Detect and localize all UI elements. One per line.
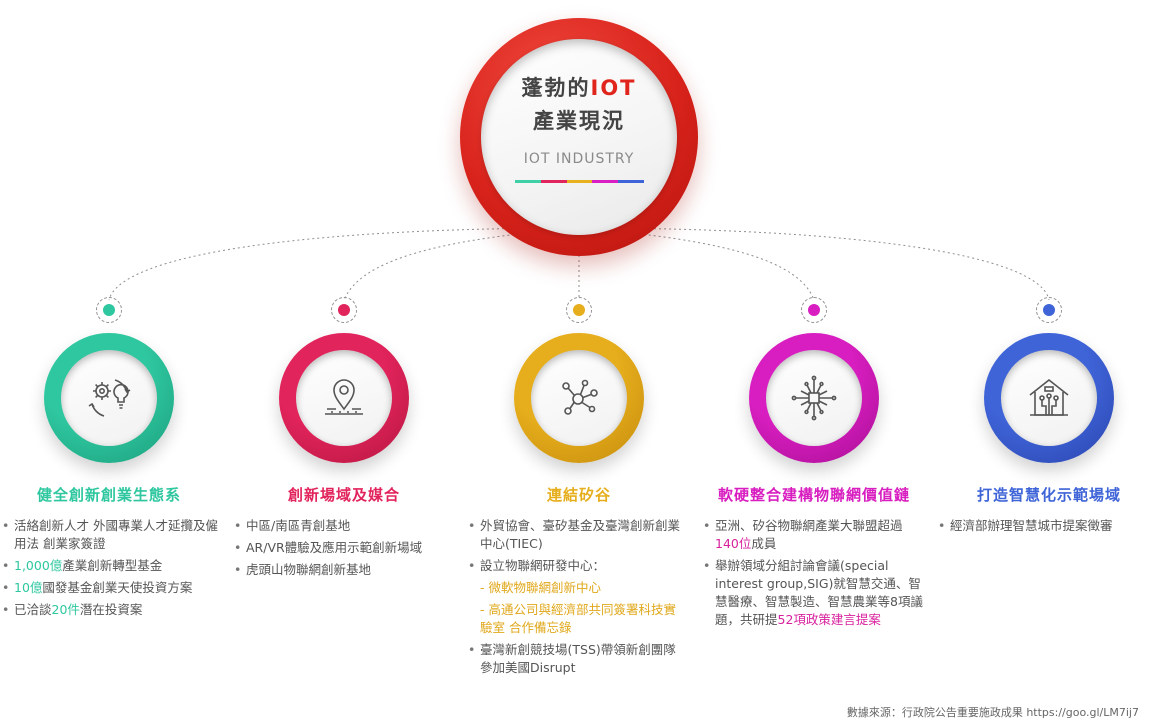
location-pin-icon [325,379,363,415]
list-item: 亞洲、矽谷物聯網產業大聯盟超過140位成員 [703,517,925,553]
category-list-1: 活絡創新人才 外國專業人才延攬及僱用法 創業家簽證 1,000億產業創新轉型基金… [2,517,220,623]
hub-bar-segment-3 [566,180,593,183]
node-dot-1 [96,297,122,323]
hub-center: 蓬勃的IOT 產業現況 IOT INDUSTRY [481,39,677,235]
category-circle-silicon-valley [514,333,644,463]
node-dot-4 [801,297,827,323]
connector-5 [578,227,1050,301]
list-item: 臺灣新創競技場(TSS)帶領新創團隊參加美國Disrupt [468,641,688,677]
category-title-1: 健全創新創業生態系 [36,486,181,504]
hub-bar-segment-4 [592,180,619,183]
category-list-3: 外貿協會、臺矽基金及臺灣創新創業中心(TIEC) 設立物聯網研發中心： - 微軟… [468,517,688,681]
hub-color-bar [515,180,644,183]
list-item: 已洽談20件潛在投資案 [2,601,220,619]
category-title-4: 軟硬整合建構物聯網價值鏈 [717,486,910,504]
hub-title-line1: 蓬勃的IOT [521,76,637,100]
gear-lightbulb-cycle-icon [88,379,131,417]
list-subitem: - 微軟物聯網創新中心 [480,580,601,595]
hub-bar-segment-1 [515,180,541,183]
list-item: 活絡創新人才 外國專業人才延攬及僱用法 創業家簽證 [2,517,220,553]
category-list-4: 亞洲、矽谷物聯網產業大聯盟超過140位成員 舉辦領域分組討論會議(special… [703,517,925,633]
list-item: 1,000億產業創新轉型基金 [2,557,220,575]
network-nodes-icon [562,379,598,415]
node-dot-3 [566,297,592,323]
list-item: 中區/南區青創基地 [234,517,456,535]
list-item: 經濟部辦理智慧城市提案徵審 [938,517,1148,535]
list-item: 虎頭山物聯網創新基地 [234,561,456,579]
hub-subtitle: IOT INDUSTRY [523,151,635,167]
hub-title-line2: 產業現況 [533,109,625,133]
hub-title-accent: IOT [590,76,637,100]
hub-bar-segment-5 [618,180,644,183]
category-list-2: 中區/南區青創基地 AR/VR體驗及應用示範創新場域 虎頭山物聯網創新基地 [234,517,456,583]
smart-house-icon [1029,378,1069,416]
category-circle-ecosystem [44,333,174,463]
list-item: 舉辦領域分組討論會議(special interest group,SIG)就智… [703,557,925,629]
list-item: AR/VR體驗及應用示範創新場域 [234,539,456,557]
list-subitem: - 高通公司與經濟部共同簽署科技實驗室 合作備忘錄 [480,602,676,635]
list-item: 外貿協會、臺矽基金及臺灣創新創業中心(TIEC) [468,517,688,553]
category-circle-smart-demo [984,333,1114,463]
category-title-5: 打造智慧化示範場域 [976,486,1121,504]
node-dot-2 [331,297,357,323]
node-dot-5 [1036,297,1062,323]
source-note: 數據來源：行政院公告重要施政成果 https://goo.gl/LM7ij7 [846,706,1139,719]
connector-4 [578,227,815,301]
circuit-chip-icon [791,375,837,421]
hub-bar-segment-2 [540,180,567,183]
connector-1 [108,227,580,301]
category-circle-iot-value-chain [749,333,879,463]
list-item: 設立物聯網研發中心： [468,557,688,575]
list-item: 10億國發基金創業天使投資方案 [2,579,220,597]
category-list-5: 經濟部辦理智慧城市提案徵審 [938,517,1148,539]
category-title-3: 連結矽谷 [546,486,611,504]
category-circle-innovation-field [279,333,409,463]
category-title-2: 創新場域及媒合 [287,486,400,504]
